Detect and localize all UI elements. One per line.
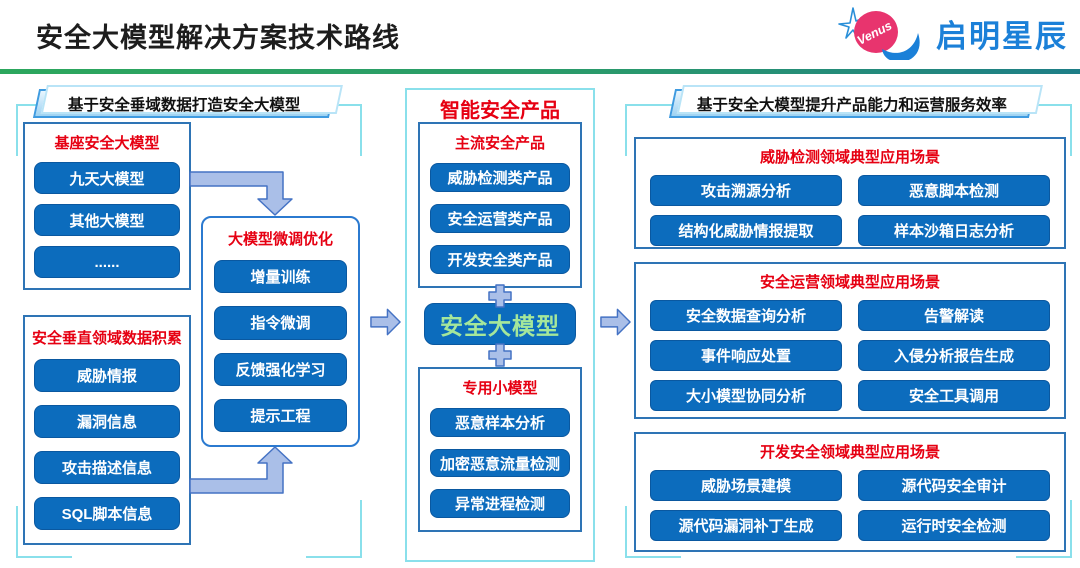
node-pill: 攻击溯源分析 bbox=[650, 175, 842, 206]
node-pill: 恶意脚本检测 bbox=[858, 175, 1050, 206]
node-pill: SQL脚本信息 bbox=[34, 497, 180, 530]
node-pill: 大小模型协同分析 bbox=[650, 380, 842, 411]
core-model-label: 安全大模型 bbox=[440, 313, 560, 339]
venus-logo-icon: Venus bbox=[838, 7, 920, 60]
frame-edge bbox=[360, 500, 362, 558]
node-pill: 源代码安全审计 bbox=[858, 470, 1050, 501]
node-pill: 事件响应处置 bbox=[650, 340, 842, 371]
node-pill: 威胁检测类产品 bbox=[430, 163, 570, 192]
node-pill: 安全数据查询分析 bbox=[650, 300, 842, 331]
flow-arrow-right-icon bbox=[600, 308, 631, 336]
node-pill: 其他大模型 bbox=[34, 204, 180, 236]
frame-edge bbox=[1070, 104, 1072, 156]
right-panel-badge-label: 基于安全大模型提升产品能力和运营服务效率 bbox=[696, 96, 1007, 114]
frame-edge bbox=[1070, 500, 1072, 558]
node-pill: 开发安全类产品 bbox=[430, 245, 570, 274]
frame-edge bbox=[625, 506, 627, 558]
box-dev-security-scenarios: 开发安全领域典型应用场景 威胁场景建模 源代码安全审计 源代码漏洞补丁生成 运行… bbox=[634, 432, 1066, 552]
plus-icon bbox=[488, 284, 512, 308]
node-pill: 告警解读 bbox=[858, 300, 1050, 331]
node-pill: 安全工具调用 bbox=[858, 380, 1050, 411]
node-pill: 威胁情报 bbox=[34, 359, 180, 392]
node-pill: 攻击描述信息 bbox=[34, 451, 180, 484]
left-panel-badge: 基于安全垂域数据打造安全大模型 bbox=[32, 89, 336, 118]
box-security-operations-scenarios: 安全运营领域典型应用场景 安全数据查询分析 告警解读 事件响应处置 入侵分析报告… bbox=[634, 262, 1066, 419]
right-panel-badge: 基于安全大模型提升产品能力和运营服务效率 bbox=[668, 89, 1036, 118]
frame-edge bbox=[1016, 556, 1072, 558]
frame-edge bbox=[360, 104, 362, 156]
panel-application-scenarios: 基于安全大模型提升产品能力和运营服务效率 威胁检测领域典型应用场景 攻击溯源分析… bbox=[625, 89, 1072, 558]
node-pill: 漏洞信息 bbox=[34, 405, 180, 438]
plus-icon bbox=[488, 343, 512, 367]
brand-logo: Venus 启明星辰 bbox=[838, 6, 1068, 60]
middle-panel-title: 智能安全产品 bbox=[440, 100, 560, 122]
box-mainstream-products: 主流安全产品 威胁检测类产品 安全运营类产品 开发安全类产品 bbox=[418, 122, 582, 288]
node-pill: 反馈强化学习 bbox=[214, 352, 347, 386]
frame-edge bbox=[625, 556, 681, 558]
node-pill: 提示工程 bbox=[214, 398, 347, 432]
box-base-models: 基座安全大模型 九天大模型 其他大模型 ...... bbox=[23, 122, 191, 290]
frame-edge bbox=[16, 104, 18, 156]
box-threat-detection-title: 威胁检测领域典型应用场景 bbox=[759, 149, 940, 166]
node-pill: 指令微调 bbox=[214, 306, 347, 340]
panel-build-model: 基于安全垂域数据打造安全大模型 基座安全大模型 九天大模型 其他大模型 ....… bbox=[16, 89, 362, 558]
flow-arrow-right-icon bbox=[370, 308, 401, 336]
left-panel-badge-label: 基于安全垂域数据打造安全大模型 bbox=[67, 96, 301, 114]
node-pill: 样本沙箱日志分析 bbox=[858, 215, 1050, 246]
box-finetune: 大模型微调优化 增量训练 指令微调 反馈强化学习 提示工程 bbox=[201, 216, 360, 447]
box-dev-security-title: 开发安全领域典型应用场景 bbox=[759, 444, 940, 461]
node-pill: 威胁场景建模 bbox=[650, 470, 842, 501]
box-special-models-title: 专用小模型 bbox=[462, 380, 538, 397]
frame-edge bbox=[625, 104, 627, 156]
frame-edge bbox=[16, 506, 18, 558]
node-pill: 结构化威胁情报提取 bbox=[650, 215, 842, 246]
node-pill: 运行时安全检测 bbox=[858, 510, 1050, 541]
node-pill: 源代码漏洞补丁生成 bbox=[650, 510, 842, 541]
box-finetune-title: 大模型微调优化 bbox=[227, 231, 333, 248]
box-threat-detection-scenarios: 威胁检测领域典型应用场景 攻击溯源分析 恶意脚本检测 结构化威胁情报提取 样本沙… bbox=[634, 137, 1066, 249]
box-base-models-title: 基座安全大模型 bbox=[54, 135, 160, 152]
box-security-operations-title: 安全运营领域典型应用场景 bbox=[759, 274, 940, 291]
node-pill: 安全运营类产品 bbox=[430, 204, 570, 233]
frame-edge bbox=[16, 556, 72, 558]
node-pill: 异常进程检测 bbox=[430, 489, 570, 519]
box-vertical-data-title: 安全垂直领域数据积累 bbox=[31, 330, 182, 347]
box-vertical-data: 安全垂直领域数据积累 威胁情报 漏洞信息 攻击描述信息 SQL脚本信息 bbox=[23, 315, 191, 545]
brand-name: 启明星辰 bbox=[936, 18, 1068, 54]
node-pill: 入侵分析报告生成 bbox=[858, 340, 1050, 371]
node-pill: ...... bbox=[34, 246, 180, 278]
header-divider bbox=[0, 69, 1080, 74]
box-special-models: 专用小模型 恶意样本分析 加密恶意流量检测 异常进程检测 bbox=[418, 367, 582, 532]
node-pill: 增量训练 bbox=[214, 260, 347, 294]
frame-edge bbox=[306, 556, 362, 558]
page-title: 安全大模型解决方案技术路线 bbox=[36, 23, 400, 53]
box-core-model: 安全大模型 bbox=[424, 303, 576, 345]
node-pill: 九天大模型 bbox=[34, 162, 180, 194]
box-mainstream-title: 主流安全产品 bbox=[454, 135, 545, 152]
node-pill: 加密恶意流量检测 bbox=[430, 448, 570, 478]
node-pill: 恶意样本分析 bbox=[430, 408, 570, 437]
